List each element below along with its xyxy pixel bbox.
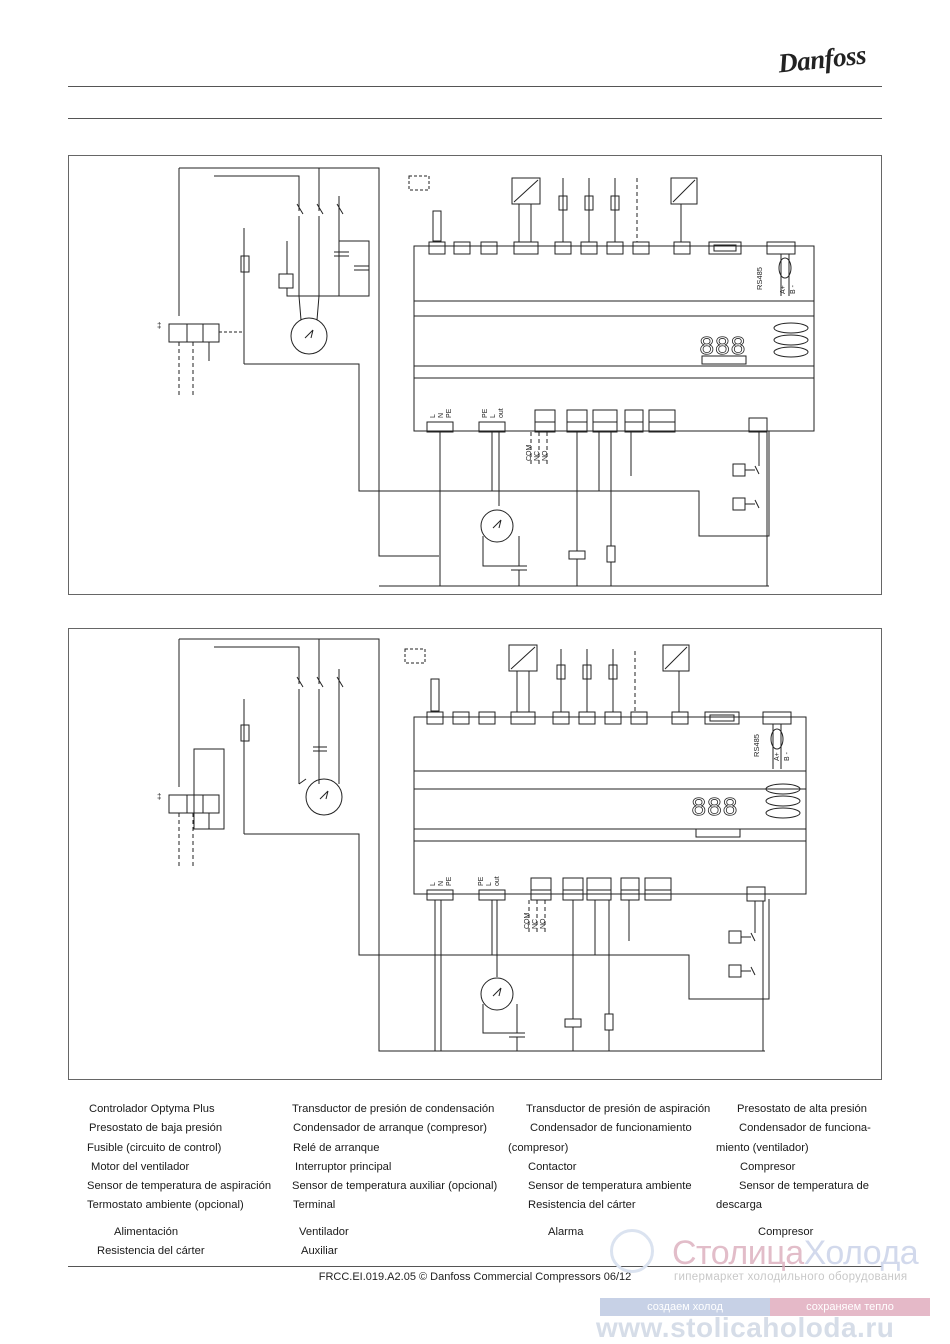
svg-text:COM: COM	[526, 445, 533, 462]
globe-icon	[610, 1229, 654, 1273]
header-rule-bottom	[68, 118, 882, 119]
svg-text:L: L	[486, 882, 493, 886]
svg-text:NO: NO	[540, 918, 547, 929]
legend-group-4: Compresor	[758, 1226, 814, 1238]
watermark-bar-right: сохраняем тепло	[770, 1298, 930, 1316]
rs485-label-bottom: RS485	[752, 734, 761, 757]
legend-r6-c3: Resistencia del cárter	[528, 1199, 636, 1211]
legend-r4-c1: Motor del ventilador	[91, 1161, 190, 1173]
svg-text:A+: A+	[780, 285, 787, 294]
legend-r5-c1: Sensor de temperatura de aspiración	[87, 1180, 272, 1192]
svg-text:L: L	[490, 414, 497, 418]
legend-group-2: Ventilador	[299, 1226, 349, 1238]
footer-rule	[68, 1266, 882, 1267]
svg-text:PE: PE	[478, 876, 485, 886]
legend-r3-c3: (compresor)	[508, 1142, 569, 1154]
legend-r4-c2: Interruptor principal	[295, 1161, 392, 1173]
legend-r6-c2: Terminal	[293, 1199, 336, 1211]
legend-r2-c2: Condensador de arranque (compresor)	[293, 1122, 488, 1134]
danfoss-logo: Danfoss	[776, 39, 868, 79]
svg-text:COM: COM	[524, 913, 531, 930]
legend-r1-c3: Transductor de presión de aspiración	[526, 1103, 711, 1115]
svg-text:‡: ‡	[157, 321, 161, 330]
legend-r2-c4: Condensador de funciona-	[739, 1122, 871, 1134]
legend-r6-c4: descarga	[716, 1199, 763, 1211]
legend-group-3: Alarma	[548, 1226, 584, 1238]
svg-text:out: out	[498, 408, 505, 418]
svg-text:888: 888	[699, 332, 746, 362]
svg-text:NO: NO	[542, 450, 549, 461]
wiring-diagram-top: ‡ 888 RS485 A+ B - L N PE PE L out COM	[68, 155, 882, 595]
svg-text:888: 888	[691, 793, 738, 823]
header-rule-top	[68, 86, 882, 87]
svg-text:‡: ‡	[157, 792, 161, 801]
legend-r6-c1: Termostato ambiente (opcional)	[87, 1199, 244, 1211]
svg-text:B -: B -	[790, 284, 797, 294]
legend-r1-c1: Controlador Optyma Plus	[89, 1103, 215, 1115]
legend-r2-c3: Condensador de funcionamiento	[530, 1122, 692, 1134]
svg-text:out: out	[494, 876, 501, 886]
svg-text:PE: PE	[446, 408, 453, 418]
watermark-subtitle: гипермаркет холодильного оборудования	[674, 1271, 908, 1283]
legend-r5-c2: Sensor de temperatura auxiliar (opcional…	[292, 1180, 498, 1192]
watermark-title: СтолицаХолода	[672, 1234, 919, 1272]
svg-text:B -: B -	[784, 751, 791, 761]
legend-group-6: Auxiliar	[301, 1245, 338, 1257]
svg-text:NC: NC	[532, 919, 539, 929]
legend-r2-c1: Presostato de baja presión	[89, 1122, 223, 1134]
legend-r4-c3: Contactor	[528, 1161, 577, 1173]
footer-text: FRCC.EI.019.A2.05 © Danfoss Commercial C…	[318, 1271, 632, 1283]
legend-r3-c2: Relé de arranque	[293, 1142, 380, 1154]
svg-text:PE: PE	[482, 408, 489, 418]
legend-group-1: Alimentación	[114, 1226, 179, 1238]
legend-group-5: Resistencia del cárter	[97, 1245, 205, 1257]
rs485-label-top: RS485	[755, 267, 764, 290]
svg-text:PE: PE	[446, 876, 453, 886]
wiring-diagram-bottom: ‡ 888 RS485 A+ B - L N PE PE L out COM N…	[68, 628, 882, 1080]
svg-text:L: L	[430, 414, 437, 418]
legend-r5-c3: Sensor de temperatura ambiente	[528, 1180, 692, 1192]
watermark-bar-left: создаем холод	[600, 1298, 770, 1316]
legend-r1-c4: Presostato de alta presión	[737, 1103, 867, 1115]
svg-text:A+: A+	[774, 752, 781, 761]
legend-r1-c2: Transductor de presión de condensación	[292, 1103, 495, 1115]
svg-text:L: L	[430, 882, 437, 886]
legend-r3-c4: miento (ventilador)	[716, 1142, 809, 1154]
legend-r3-c1: Fusible (circuito de control)	[87, 1142, 222, 1154]
watermark-url: www.stolicaholoda.ru	[596, 1312, 895, 1343]
svg-text:N: N	[438, 413, 445, 418]
svg-text:N: N	[438, 881, 445, 886]
svg-text:NC: NC	[534, 451, 541, 461]
legend-r5-c4: Sensor de temperatura de	[739, 1180, 869, 1192]
legend-r4-c4: Compresor	[740, 1161, 796, 1173]
